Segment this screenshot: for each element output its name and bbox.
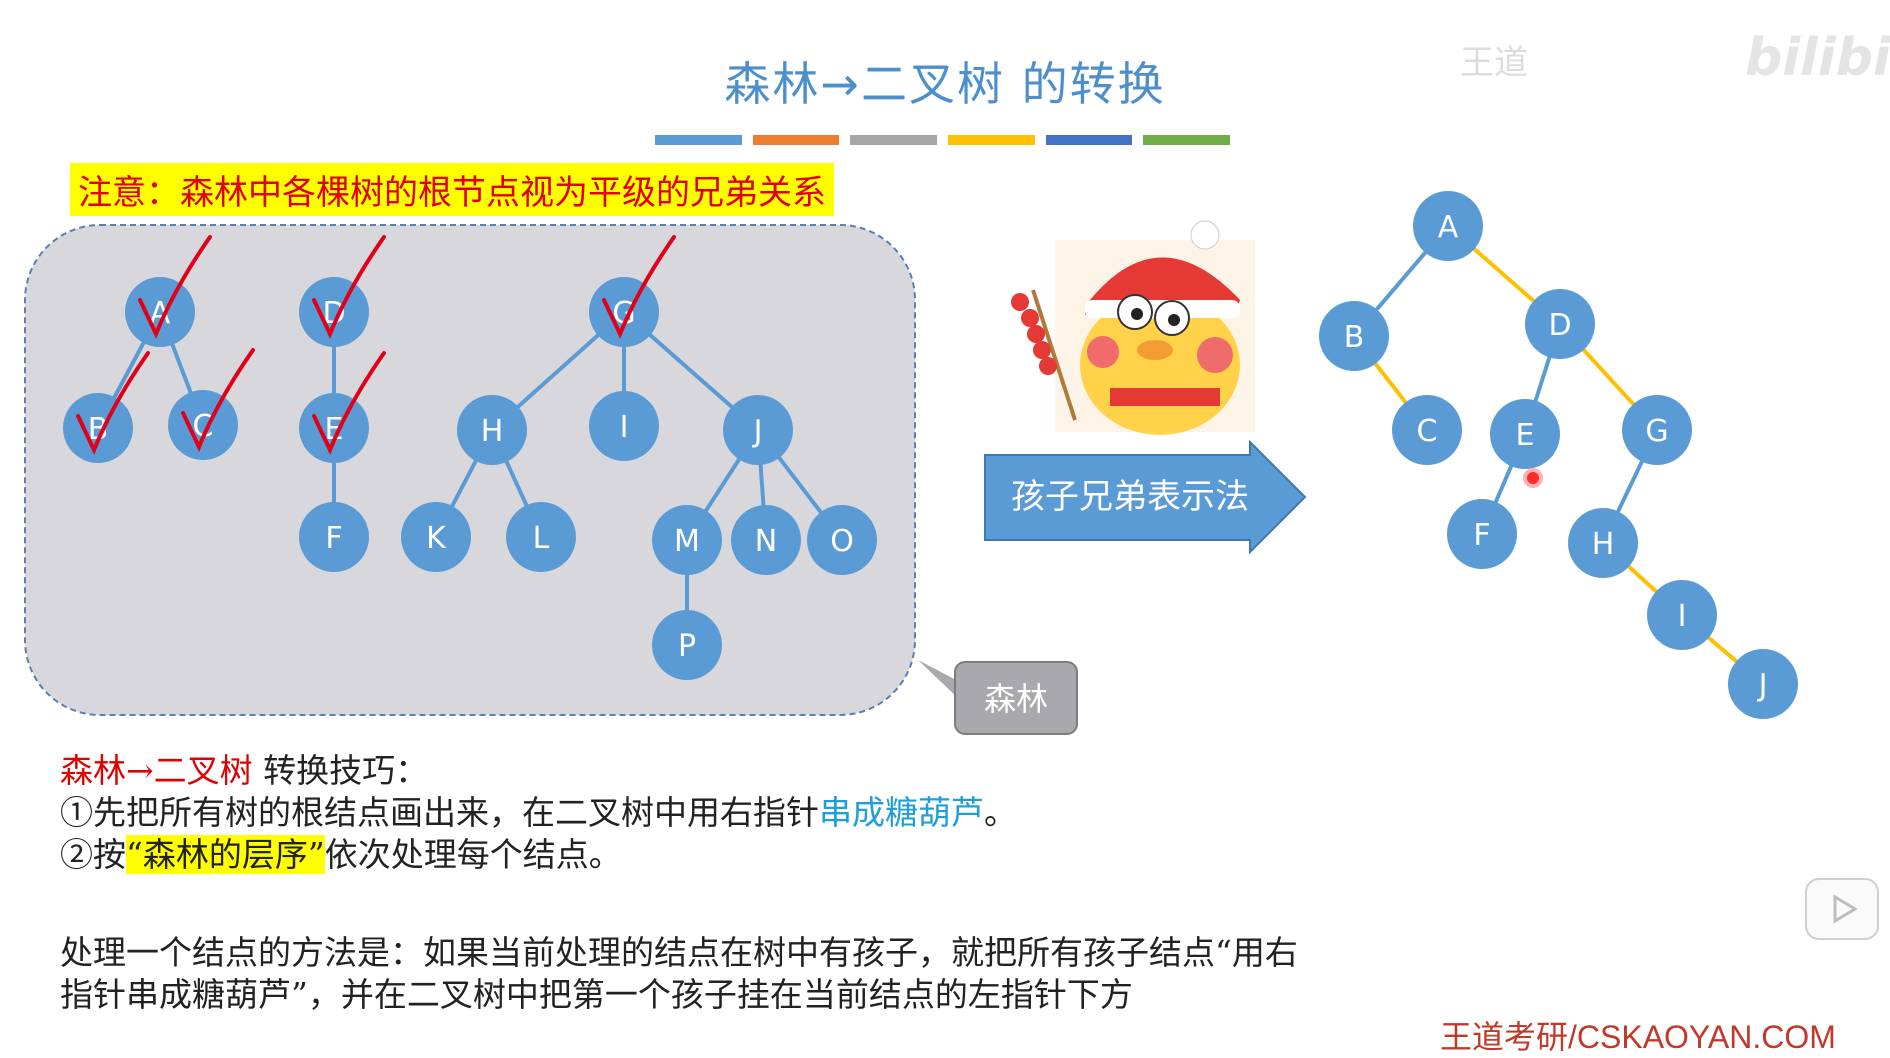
forest-node-label-M: M <box>674 524 700 559</box>
forest-node-E <box>299 393 369 463</box>
tips-step-2-text: ②按 <box>60 835 126 874</box>
tips-step-1-end: 。 <box>984 793 1017 832</box>
bt-node-H <box>1568 508 1638 578</box>
forest-node-C <box>168 390 238 460</box>
tips-heading: 森林→二叉树 转换技巧： <box>60 750 1017 792</box>
bt-node-label-A: A <box>1438 210 1459 245</box>
title-stripe-2 <box>850 135 938 145</box>
tips-step-2: ②按“森林的层序”依次处理每个结点。 <box>60 834 1017 876</box>
method-description: 处理一个结点的方法是：如果当前处理的结点在树中有孩子，就把所有孩子结点“用右 指… <box>60 932 1460 1016</box>
callout-box <box>954 661 1078 735</box>
bt-node-J <box>1728 649 1798 719</box>
bt-node-label-C: C <box>1417 414 1438 449</box>
bt-node-C <box>1392 395 1462 465</box>
forest-node-label-B: B <box>88 412 109 447</box>
bt-node-A <box>1413 191 1483 261</box>
tips-heading-rest: 转换技巧： <box>252 751 429 790</box>
forest-node-O <box>807 505 877 575</box>
forest-node-H <box>457 395 527 465</box>
tips-step-1-highlight: 串成糖葫芦 <box>819 793 984 832</box>
binary-tree-nodes: A B C D E F G H I J <box>1319 191 1798 719</box>
checkmark-D <box>312 235 386 339</box>
checkmark-G <box>602 235 676 339</box>
forest-node-label-P: P <box>678 629 696 664</box>
tips-step-2-highlight: “森林的层序” <box>126 835 325 874</box>
tips-heading-red: 森林→二叉树 <box>60 751 253 790</box>
forest-checkmarks <box>76 235 676 455</box>
forest-node-label-I: I <box>620 410 629 445</box>
forest-node-A <box>125 277 195 347</box>
forest-nodes: A B C D E F G H I J K L M N O P <box>63 277 877 680</box>
bt-node-B <box>1319 301 1389 371</box>
mascot-illustration <box>1011 220 1255 435</box>
forest-node-B <box>63 393 133 463</box>
forest-node-label-N: N <box>755 524 777 559</box>
bt-node-label-G: G <box>1645 414 1668 449</box>
watermark-logo: bilibili <box>1745 28 1890 88</box>
checkmark-E <box>312 351 386 455</box>
forest-node-I <box>589 391 659 461</box>
slide-title: 森林→二叉树 的转换 <box>724 57 1166 111</box>
checkmark-A <box>138 235 212 339</box>
play-icon <box>1833 894 1858 924</box>
forest-node-label-O: O <box>830 524 854 559</box>
forest-node-label-E: E <box>325 412 344 447</box>
bt-node-G <box>1622 395 1692 465</box>
forest-node-label-G: G <box>612 296 635 331</box>
forest-node-label-C: C <box>193 409 214 444</box>
forest-node-K <box>401 502 471 572</box>
checkmark-B <box>76 351 150 455</box>
laser-pointer-dot <box>1523 468 1543 488</box>
conversion-arrow-label: 孩子兄弟表示法 <box>1011 477 1249 517</box>
bt-node-label-F: F <box>1473 518 1490 553</box>
bt-node-I <box>1647 580 1717 650</box>
forest-node-P <box>652 610 722 680</box>
conversion-tips: 森林→二叉树 转换技巧： ①先把所有树的根结点画出来，在二叉树中用右指针串成糖葫… <box>60 750 1017 876</box>
forest-node-label-A: A <box>150 296 171 331</box>
forest-node-label-F: F <box>325 521 342 556</box>
forest-node-J <box>723 395 793 465</box>
tips-step-1-text: ①先把所有树的根结点画出来，在二叉树中用右指针 <box>60 793 819 832</box>
bt-node-label-H: H <box>1592 527 1615 562</box>
forest-node-M <box>652 505 722 575</box>
bt-node-F <box>1447 499 1517 569</box>
title-underline-stripes <box>655 135 1231 145</box>
title-stripe-4 <box>1045 135 1133 145</box>
title-stripe-0 <box>655 135 742 145</box>
callout-label: 森林 <box>984 680 1048 718</box>
footer-brand: 王道考研/CSKAOYAN.COM <box>1440 1019 1836 1055</box>
watermark-brand: 王道 <box>1460 43 1528 83</box>
video-play-button[interactable] <box>1805 878 1879 940</box>
tips-step-2-end: 依次处理每个结点。 <box>324 835 622 874</box>
bt-node-label-D: D <box>1548 308 1571 343</box>
bt-node-label-E: E <box>1516 418 1535 453</box>
forest-node-L <box>506 502 576 572</box>
bt-node-label-B: B <box>1344 320 1365 355</box>
tips-step-1: ①先把所有树的根结点画出来，在二叉树中用右指针串成糖葫芦。 <box>60 792 1017 834</box>
title-stripe-5 <box>1143 135 1231 145</box>
callout-pointer <box>918 660 960 700</box>
method-line-1: 处理一个结点的方法是：如果当前处理的结点在树中有孩子，就把所有孩子结点“用右 <box>60 933 1298 972</box>
forest-node-label-K: K <box>426 521 447 556</box>
forest-node-D <box>299 277 369 347</box>
forest-node-label-J: J <box>752 414 763 449</box>
forest-node-N <box>731 505 801 575</box>
title-stripe-1 <box>752 135 840 145</box>
forest-node-label-L: L <box>533 521 550 556</box>
conversion-arrow <box>984 439 1307 555</box>
bt-node-label-I: I <box>1678 599 1687 634</box>
note-banner: 注意：森林中各棵树的根节点视为平级的兄弟关系 <box>70 163 834 216</box>
forest-node-label-D: D <box>322 296 345 331</box>
bt-node-label-J: J <box>1757 668 1768 703</box>
bt-node-D <box>1525 289 1595 359</box>
checkmark-C <box>181 348 255 452</box>
forest-node-label-H: H <box>481 414 504 449</box>
bt-node-E <box>1490 399 1560 469</box>
method-line-2: 指针串成糖葫芦”，并在二叉树中把第一个孩子挂在当前结点的左指针下方 <box>60 975 1133 1014</box>
forest-node-G <box>589 277 659 347</box>
forest-node-F <box>299 502 369 572</box>
title-stripe-3 <box>948 135 1035 145</box>
